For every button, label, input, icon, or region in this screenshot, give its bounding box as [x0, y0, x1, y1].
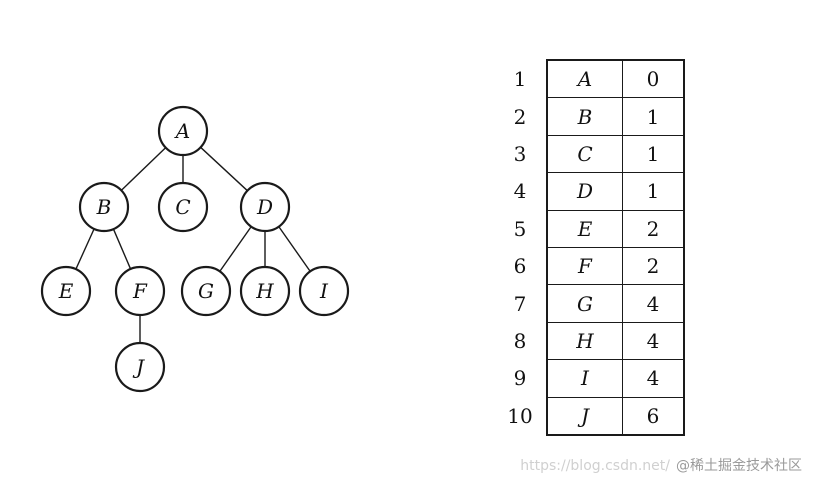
node-label: A: [174, 119, 190, 143]
node-label: F: [132, 279, 148, 303]
row-parent: 2: [622, 246, 685, 286]
row-parent: 1: [622, 172, 685, 211]
row-data: G: [546, 284, 623, 323]
node-circle: [157, 181, 209, 233]
tree-node-F: F: [114, 265, 166, 317]
edge-B-F: [112, 228, 132, 270]
row-data: C: [546, 134, 623, 174]
node-label: C: [175, 195, 190, 219]
node-circle: [180, 265, 232, 317]
row-parent: 0: [622, 59, 685, 99]
watermark: https://blog.csdn.net/ @稀土掘金技术社区: [520, 455, 802, 475]
edge-A-B: [120, 147, 167, 191]
node-circle: [239, 181, 291, 233]
tree-node-C: C: [157, 181, 209, 233]
row-index: 1: [513, 66, 527, 91]
row-parent: 6: [622, 396, 685, 436]
row-parent: 4: [622, 359, 685, 398]
edge-A-D: [200, 146, 248, 192]
row-index: 9: [513, 366, 527, 391]
row-data: F: [546, 246, 623, 286]
row-index: 8: [513, 328, 527, 353]
node-label: J: [132, 355, 145, 379]
tree-nodes: A B C D E F G H I J: [40, 105, 350, 393]
tree-edges: [75, 146, 311, 343]
node-circle: [114, 265, 166, 317]
node-label: I: [319, 279, 329, 303]
row-index: 3: [513, 141, 527, 166]
tree-node-B: B: [78, 181, 130, 233]
node-circle: [40, 265, 92, 317]
node-label: G: [198, 279, 214, 303]
node-label: D: [256, 195, 273, 219]
edge-B-E: [75, 228, 95, 270]
node-label: H: [255, 279, 274, 303]
row-data: E: [546, 209, 623, 248]
watermark-brand: @稀土掘金技术社区: [676, 458, 802, 474]
row-data: D: [546, 172, 623, 211]
row-data: H: [546, 321, 623, 361]
row-index: 2: [513, 104, 527, 129]
row-parent: 2: [622, 209, 685, 248]
row-parent: 1: [622, 134, 685, 174]
edge-D-I: [278, 226, 311, 272]
row-parent: 4: [622, 284, 685, 323]
row-index: 7: [513, 291, 527, 316]
tree-node-H: H: [239, 265, 291, 317]
tree-node-I: I: [298, 265, 350, 317]
node-label: E: [58, 279, 74, 303]
row-index: 10: [507, 403, 533, 428]
row-data: J: [546, 396, 623, 436]
row-parent: 4: [622, 321, 685, 361]
node-circle: [78, 181, 130, 233]
node-label: B: [96, 195, 112, 219]
watermark-url: https://blog.csdn.net/: [520, 458, 670, 474]
node-circle: [114, 341, 166, 393]
row-parent: 1: [622, 97, 685, 136]
tree-node-A: A: [157, 105, 209, 157]
row-data: I: [546, 359, 623, 398]
tree-node-D: D: [239, 181, 291, 233]
row-data: B: [546, 97, 623, 136]
node-circle: [298, 265, 350, 317]
tree-node-E: E: [40, 265, 92, 317]
edge-D-G: [219, 226, 252, 272]
row-index: 6: [513, 254, 527, 279]
row-data: A: [546, 59, 623, 99]
node-circle: [157, 105, 209, 157]
tree-node-G: G: [180, 265, 232, 317]
tree-node-J: J: [114, 341, 166, 393]
row-index: 4: [513, 179, 527, 204]
node-circle: [239, 265, 291, 317]
row-index: 5: [513, 216, 527, 241]
